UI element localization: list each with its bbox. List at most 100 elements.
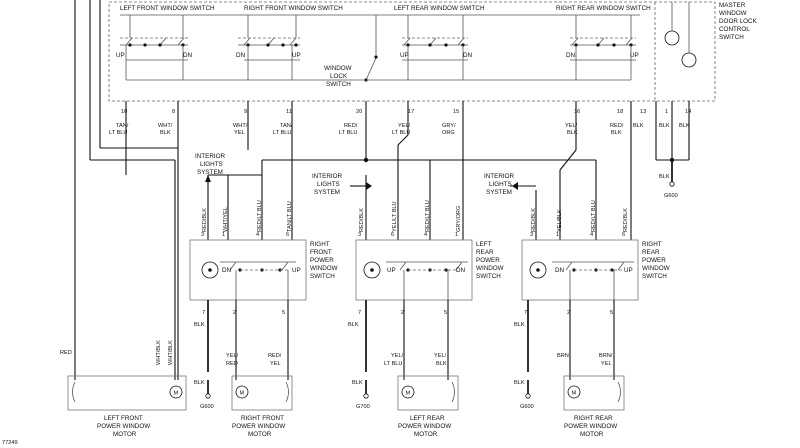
switch-pin: 4 [590, 232, 593, 238]
master-pin: 10 [121, 109, 127, 115]
lr-up-label: UP [387, 267, 396, 274]
switch-pin: 4 [424, 232, 427, 238]
master-switch-title-4: CONTROL [719, 26, 750, 33]
wire-label: YEL/ [398, 123, 411, 129]
switch-top-wire: RED/BLK [623, 208, 629, 232]
lf-power-window-motor: M LEFT FRONT POWER WINDOW MOTOR [67, 375, 187, 438]
rf-power-window-motor: M RIGHT FRONT POWER WINDOW MOTOR [231, 375, 293, 438]
master-pin: 17 [408, 109, 414, 115]
switch-top-wire: TAN/LT BLU [287, 201, 293, 232]
master-pin: 15 [453, 109, 459, 115]
switch-top-wire: RED/BLK [531, 208, 537, 232]
rr-switch-name-2: REAR [642, 249, 660, 256]
switch-pin: 5 [444, 310, 447, 316]
master-pin: 16 [574, 109, 580, 115]
rr-switch-name-1: RIGHT [642, 241, 662, 248]
lr-switch-name-1: LEFT [476, 241, 492, 248]
window-lock-label-1: WINDOW [324, 65, 352, 72]
switch-pin: 7 [524, 310, 527, 316]
switch-top-wire: WHT/YEL [223, 207, 229, 232]
master-pin: 13 [640, 109, 646, 115]
master-pin-labels: 10 8 9 11 20 17 15 16 18 13 1 14 [121, 109, 691, 115]
rr-up-label: UP [624, 267, 633, 274]
wire-label: WHT/ [233, 123, 248, 129]
interior-lights-2: LIGHTS [317, 181, 340, 188]
master-pin: 20 [356, 109, 362, 115]
ground-wire-label: BLK [352, 380, 363, 386]
ground-label-g600: G600 [520, 404, 534, 410]
lr-switch-name-5: SWITCH [476, 273, 501, 280]
master-wire-labels: TAN/ LT BLU WHT/ BLK WHT/ YEL TAN/ LT BL… [109, 123, 690, 136]
switch-pin: 2 [567, 310, 570, 316]
wire-label: ORG [442, 130, 455, 136]
ground-wire-label: BLK [514, 380, 525, 386]
lower-wire-labels: BLK YEL/ RED RED/ YEL BLK YEL/ LT BLU YE… [60, 322, 613, 410]
switch-pin: 2 [233, 310, 236, 316]
master-indicator-lamp-2 [681, 52, 697, 68]
wire-label: YEL/ [391, 353, 404, 359]
switch-top-wire: YEL/LT BLU [392, 201, 398, 232]
master-pin: 9 [244, 109, 247, 115]
switch-pin: 3 [530, 232, 533, 238]
wire-label: BLK [567, 130, 578, 136]
rf-motor-name-2: POWER WINDOW [232, 423, 285, 430]
master-pin: 8 [172, 109, 175, 115]
switch-top-wire: GRY/ORG [456, 206, 462, 232]
interior-lights-2: LIGHTS [489, 181, 512, 188]
master-pin: 11 [286, 109, 292, 115]
wire-label: BRN [557, 353, 569, 359]
wire-label: LT BLU [384, 361, 402, 367]
lr-switch-name-4: WINDOW [476, 265, 504, 272]
switch-top-wire: RED/LT BLU [425, 200, 431, 232]
rf-motor-name-1: RIGHT FRONT [241, 415, 284, 422]
rf-dn-label: DN [222, 267, 232, 274]
wire-label: BLK [160, 130, 171, 136]
wire-label: LT BLU [109, 130, 127, 136]
motor-symbol: M [572, 391, 577, 397]
wire-label: YEL [234, 130, 245, 136]
wire-label: TAN/ [116, 123, 129, 129]
lf-motor-name-3: MOTOR [113, 431, 137, 438]
rf-dn-label: DN [236, 52, 246, 59]
master-switch-title-2: WINDOW [719, 10, 747, 17]
switch-pin: 6 [286, 232, 289, 238]
rf-switch-name-5: SWITCH [310, 273, 335, 280]
lf-up-label: UP [116, 52, 125, 59]
ground-wire-label: BLK [659, 174, 670, 180]
interior-lights-2: LIGHTS [200, 161, 223, 168]
ground-label-g700: G700 [356, 404, 370, 410]
motor-symbol: M [240, 391, 245, 397]
lf-motor-name-2: POWER WINDOW [97, 423, 150, 430]
wire-label: BLK [611, 130, 622, 136]
switch-top-wire: RED/LT BLU [257, 200, 263, 232]
rf-up-label: UP [292, 267, 301, 274]
switch-pin: 7 [358, 310, 361, 316]
switch-pin: 1 [222, 232, 225, 238]
rf-switch-contacts [238, 37, 300, 80]
master-switch-title-5: SWITCH [719, 34, 744, 41]
rr-switch-outline [521, 239, 639, 301]
switch-top-wire: YEL/BLK [557, 209, 563, 232]
lr-dn-label: DN [463, 52, 473, 59]
switch-top-wire: RED/BLK [202, 208, 208, 232]
rr-switch-name-4: WINDOW [642, 265, 670, 272]
lr-power-window-motor: M LEFT REAR POWER WINDOW MOTOR [397, 375, 459, 438]
interior-lights-3: SYSTEM [486, 189, 512, 196]
right-front-window-switch-label: RIGHT FRONT WINDOW SWITCH [244, 5, 343, 12]
rr-motor-name-3: MOTOR [580, 431, 604, 438]
wire-label-wht-blk: WHT/BLK [156, 340, 162, 365]
master-indicator-lamp-1 [664, 30, 680, 46]
wire-label: BRN/ [599, 353, 613, 359]
rf-switch-name-2: FRONT [310, 249, 332, 256]
switch-pin: 3 [358, 232, 361, 238]
lr-motor-name-2: POWER WINDOW [398, 423, 451, 430]
interior-lights-labels: INTERIOR LIGHTS SYSTEM INTERIOR LIGHTS S… [195, 153, 515, 196]
wire-label: WHT/ [158, 123, 173, 129]
figure-id: 77249 [2, 440, 18, 446]
master-switch-title-3: DOOR LOCK [719, 18, 758, 25]
rr-switch-name-5: SWITCH [642, 273, 667, 280]
wire-label: YEL [601, 361, 612, 367]
switch-pin: 1 [556, 232, 559, 238]
lr-switch-outline [355, 239, 473, 301]
